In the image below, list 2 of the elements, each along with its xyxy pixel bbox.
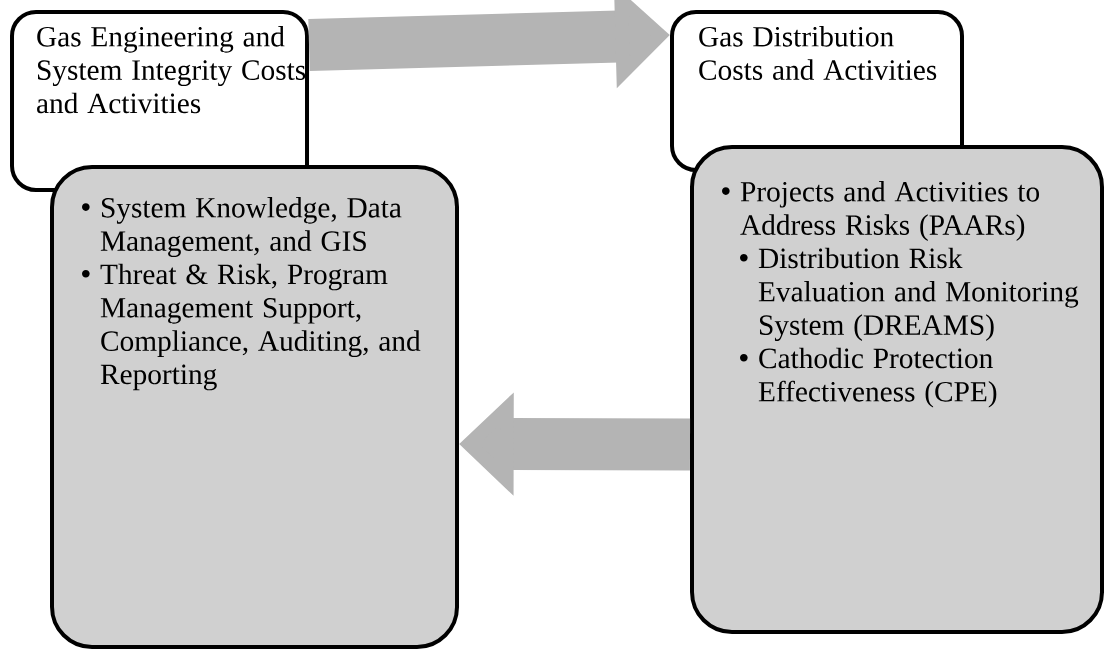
content-box: Projects and Activities to Address Risks (PAARs) Distribution Risk Evaluation and Monitoring System (DREAMS) Cathodic Protection Effectiveness (CPE) xyxy=(690,145,1104,634)
content-box: System Knowledge, Data Management, and GIS Threat & Risk, Program Management Support, Compliance, Auditing, and Reporting xyxy=(50,165,459,649)
